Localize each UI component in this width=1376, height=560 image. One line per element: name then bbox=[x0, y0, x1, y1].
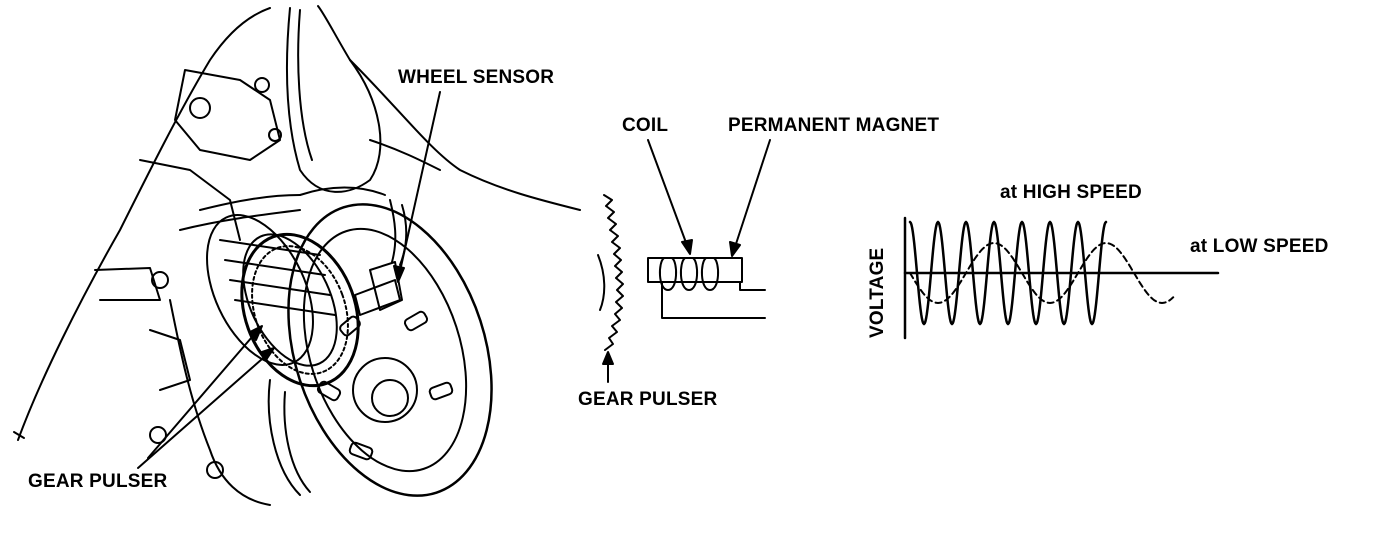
gear-pulser-left-label: GEAR PULSER bbox=[28, 471, 168, 492]
low-speed-label: at LOW SPEED bbox=[1190, 236, 1329, 257]
sensor-schematic bbox=[597, 139, 771, 383]
low-speed-waveform bbox=[909, 242, 1175, 304]
voltage-axis-label: VOLTAGE bbox=[867, 247, 888, 338]
high-speed-waveform bbox=[908, 220, 1108, 326]
wheel-hub-assembly bbox=[13, 5, 581, 506]
gear-pulser-middle-label: GEAR PULSER bbox=[578, 389, 718, 410]
high-speed-label: at HIGH SPEED bbox=[1000, 182, 1142, 203]
permanent-magnet-label: PERMANENT MAGNET bbox=[728, 115, 940, 136]
coil-label: COIL bbox=[622, 115, 669, 136]
left-leader-lines bbox=[137, 91, 441, 469]
voltage-waveform bbox=[903, 216, 1220, 340]
wheel-sensor-label: WHEEL SENSOR bbox=[398, 67, 555, 88]
